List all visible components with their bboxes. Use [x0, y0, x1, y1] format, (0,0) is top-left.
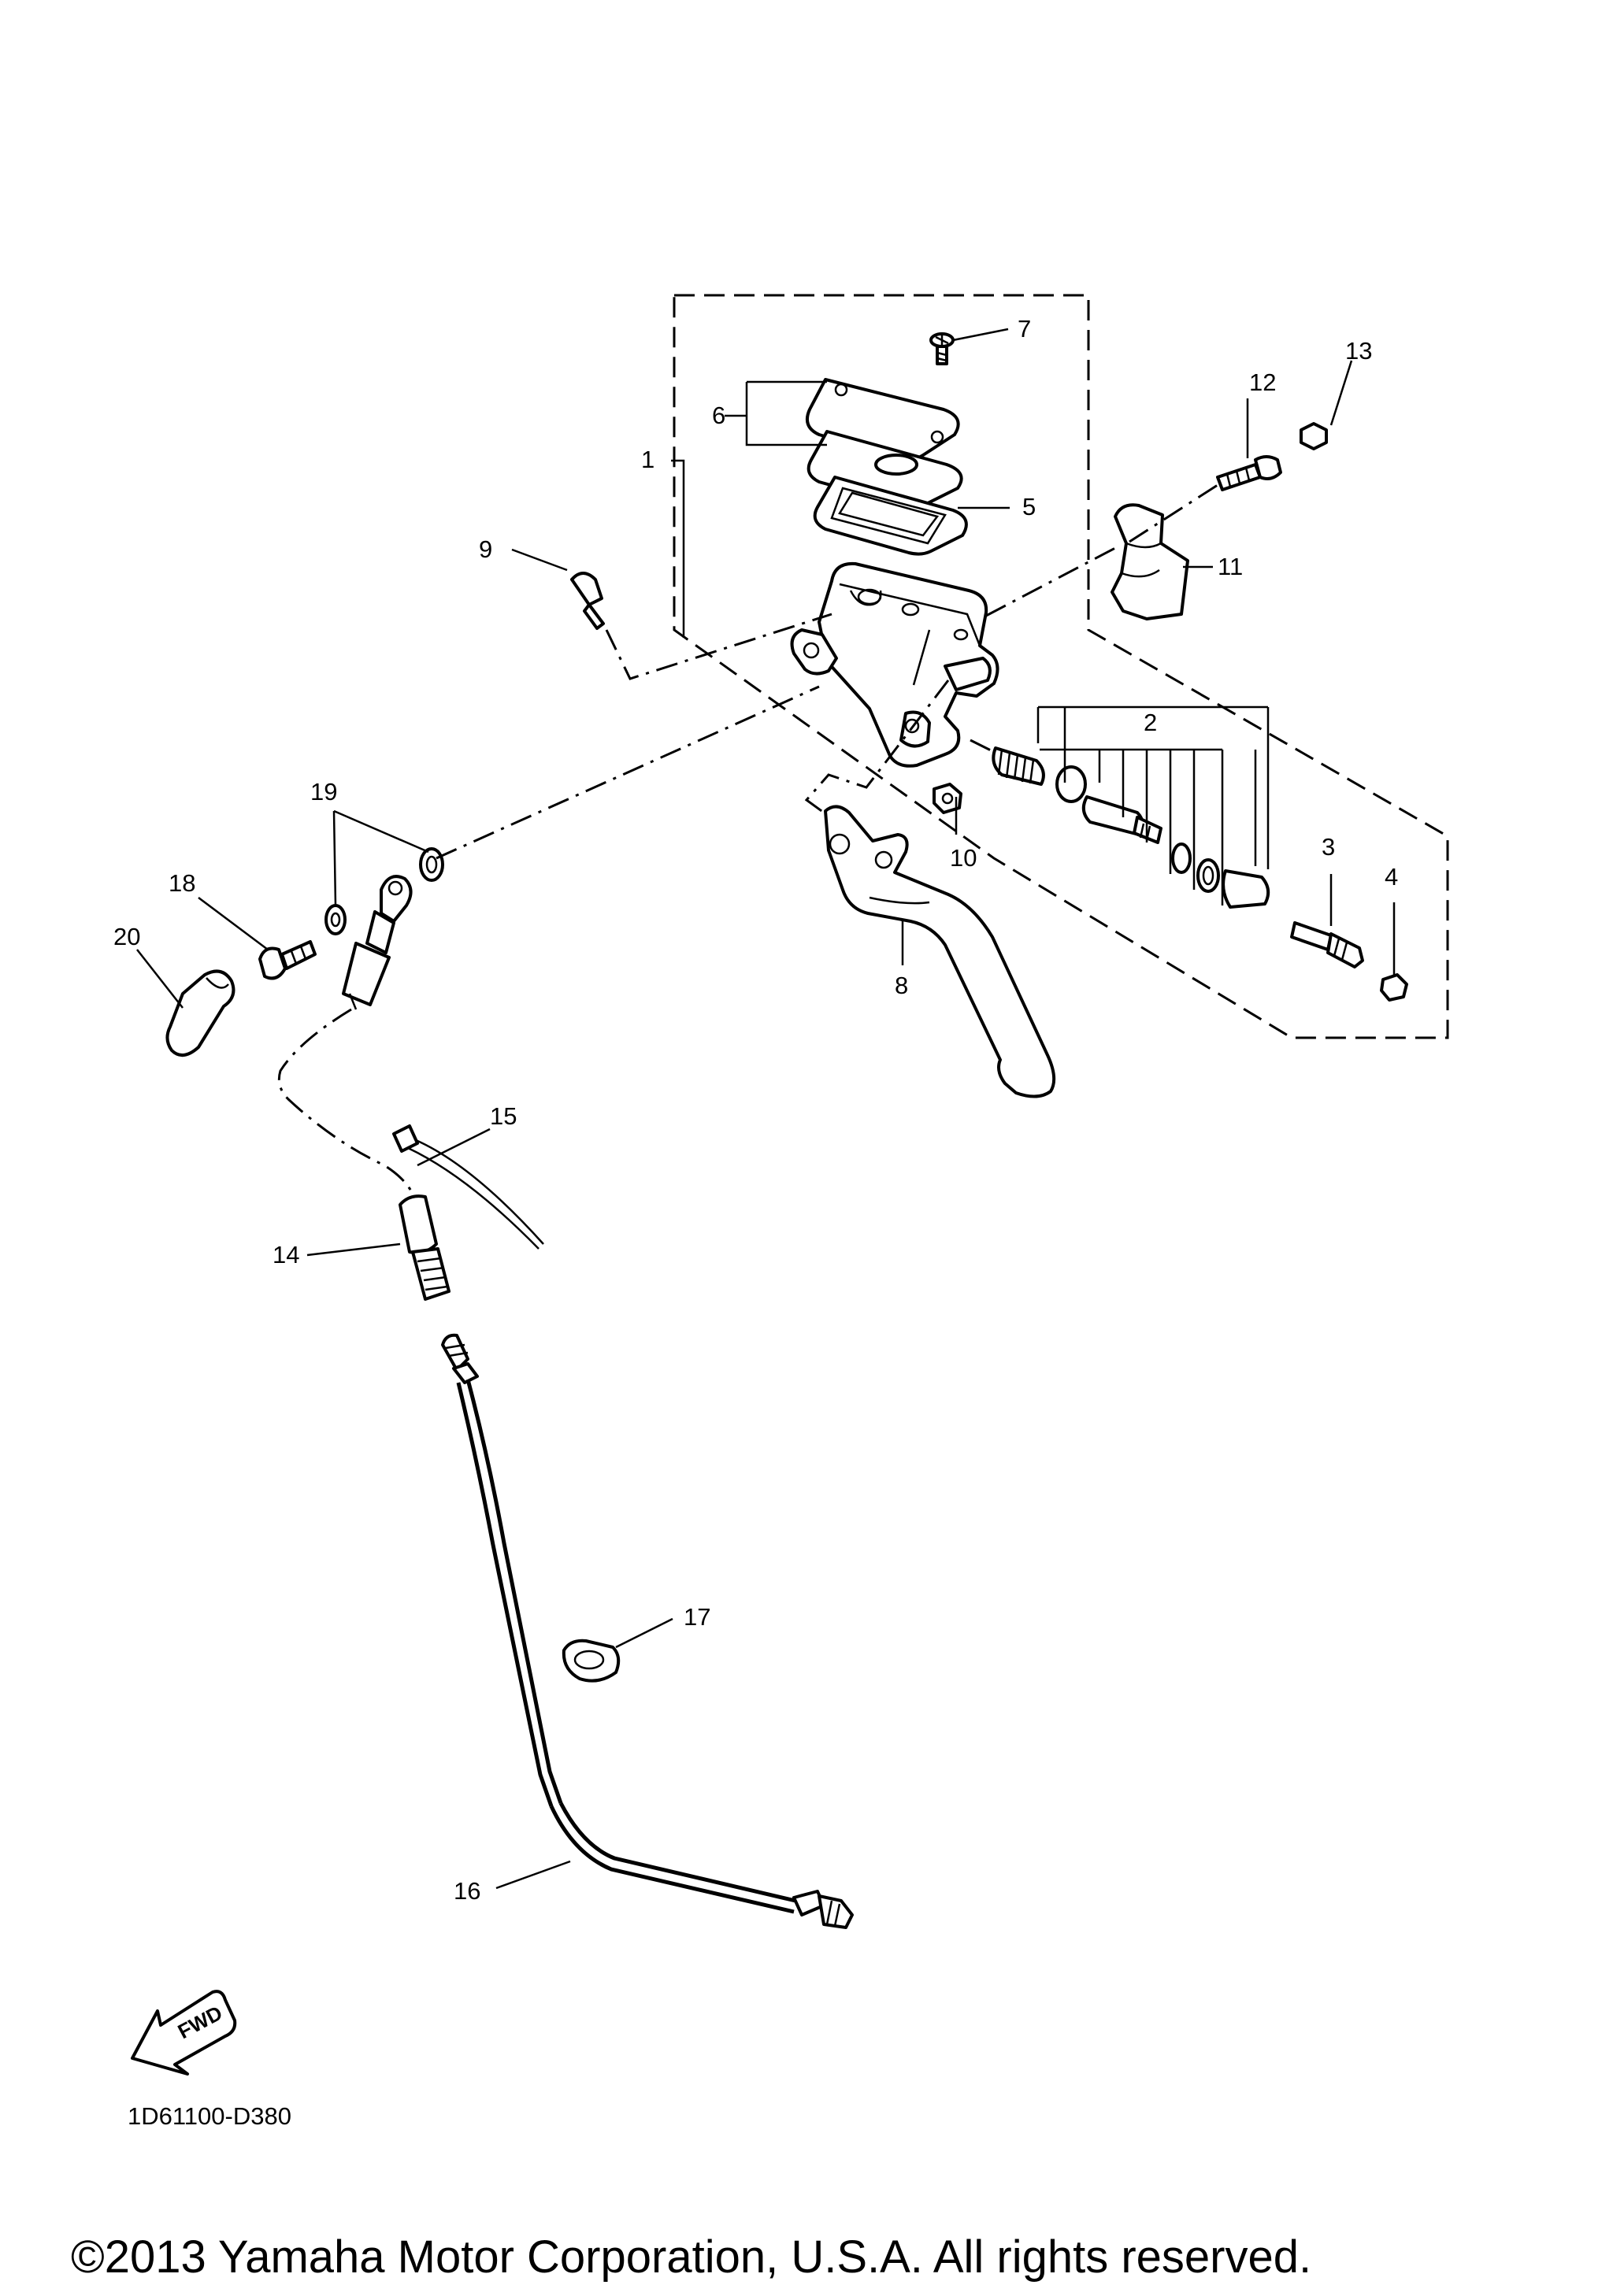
master-cylinder-group-boundary	[673, 294, 1449, 1039]
boot	[1222, 869, 1270, 909]
union-washer-lower	[324, 904, 347, 935]
pivot-bolt	[1290, 921, 1364, 968]
hose-band	[392, 1124, 544, 1250]
brake-lever	[824, 805, 1056, 1098]
cap-screw	[929, 332, 955, 365]
fwd-arrow-icon: FWD	[131, 1990, 237, 2076]
part-label-2: 2	[1144, 709, 1157, 736]
master-cylinder-holder	[1111, 503, 1189, 620]
pivot-nut	[1380, 973, 1408, 1002]
part-label-11: 11	[1218, 553, 1243, 580]
part-label-8: 8	[895, 972, 908, 999]
bleed-screw	[570, 572, 605, 630]
copyright-notice: ©2013 Yamaha Motor Corporation, U.S.A. A…	[71, 2231, 1311, 2283]
pipe-clamp	[562, 1639, 621, 1683]
piston-spring	[992, 746, 1045, 786]
part-label-17: 17	[684, 1603, 710, 1631]
part-label-19: 19	[310, 778, 337, 805]
part-label-15: 15	[490, 1102, 517, 1130]
part-label-9: 9	[479, 535, 492, 563]
part-label-16: 16	[454, 1877, 480, 1905]
part-label-1: 1	[641, 446, 654, 473]
part-label-3: 3	[1322, 833, 1335, 861]
leader-lines	[136, 328, 1396, 1890]
piston-routing-line	[970, 739, 996, 754]
hose-path-line	[277, 1008, 417, 1202]
part-label-18: 18	[169, 869, 195, 897]
brake-hose-fitting	[342, 875, 413, 1010]
piston-cup	[1055, 765, 1087, 803]
hose-routing-line-2	[804, 680, 950, 814]
piston	[1081, 795, 1162, 844]
part-label-12: 12	[1249, 368, 1276, 396]
part-label-14: 14	[273, 1241, 299, 1268]
hose-routing-line-1	[436, 685, 820, 860]
part-label-13: 13	[1345, 337, 1372, 365]
union-bolt-cover	[165, 969, 235, 1057]
union-bolt	[258, 940, 317, 980]
reservoir-diaphragm	[813, 476, 968, 556]
part-label-6: 6	[712, 402, 725, 429]
bolt-routing-line	[1129, 483, 1218, 543]
drawing-code: 1D61100-D380	[128, 2102, 291, 2130]
part-label-5: 5	[1022, 493, 1036, 520]
part-label-4: 4	[1385, 863, 1398, 891]
holder-bolt	[1216, 455, 1282, 491]
union-washer-upper	[419, 847, 444, 882]
brake-pipe	[441, 1333, 854, 1929]
bleed-routing-line	[605, 613, 832, 680]
holder-routing-line	[985, 546, 1116, 617]
piston-seal-washer	[1171, 842, 1220, 893]
master-cylinder-body	[790, 561, 999, 768]
part-label-20: 20	[113, 923, 140, 950]
holder-nut	[1300, 422, 1328, 450]
brake-hose	[399, 1194, 451, 1301]
lever-nut	[933, 783, 962, 814]
part-label-7: 7	[1018, 315, 1031, 343]
part-label-10: 10	[950, 844, 977, 872]
